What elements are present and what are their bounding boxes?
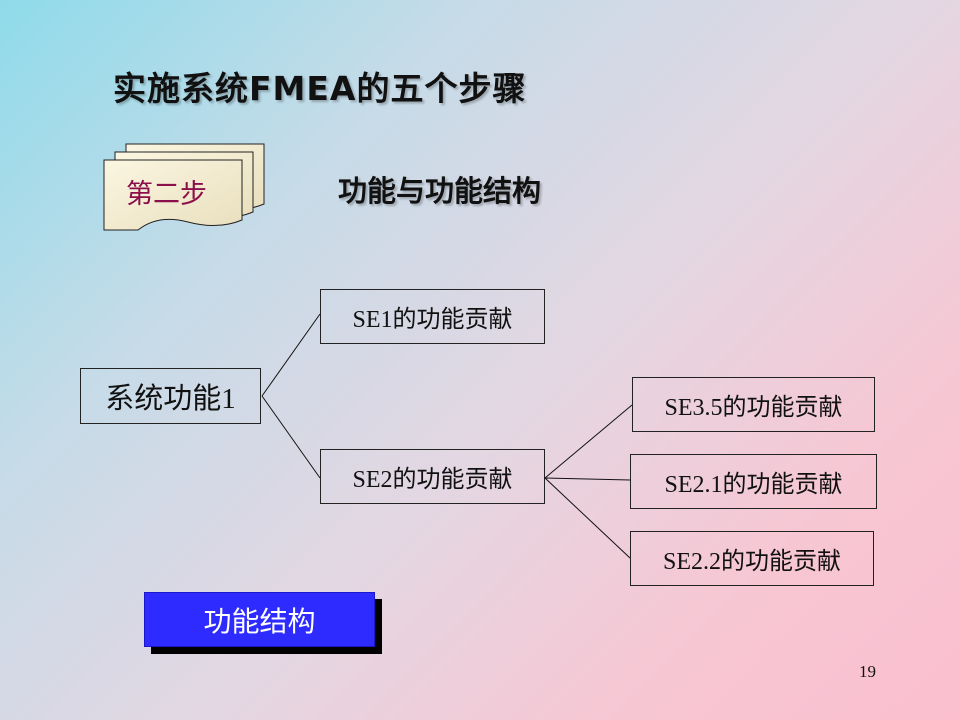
se2-contribution-node: SE2的功能贡献 [320, 449, 545, 504]
step-label: 第二步 [126, 179, 207, 210]
function-structure-button[interactable]: 功能结构 [144, 592, 375, 647]
section-subtitle: 功能与功能结构 [338, 174, 542, 208]
connector-se2-se22 [544, 477, 631, 559]
connector-root-se2 [261, 395, 321, 479]
connector-root-se1 [261, 313, 321, 397]
connector-se2-se21 [544, 477, 631, 481]
slide-title: 实施系统FMEA的五个步骤 [113, 69, 527, 108]
stacked-paper-icon [103, 143, 265, 231]
se3-5-contribution-node: SE3.5的功能贡献 [632, 377, 875, 432]
se1-contribution-node: SE1的功能贡献 [320, 289, 545, 344]
page-number: 19 [859, 662, 876, 681]
se2-1-contribution-node: SE2.1的功能贡献 [630, 454, 877, 509]
se2-2-contribution-node: SE2.2的功能贡献 [630, 531, 874, 586]
root-function-node: 系统功能1 [80, 368, 261, 424]
connector-se2-se35 [544, 404, 633, 479]
